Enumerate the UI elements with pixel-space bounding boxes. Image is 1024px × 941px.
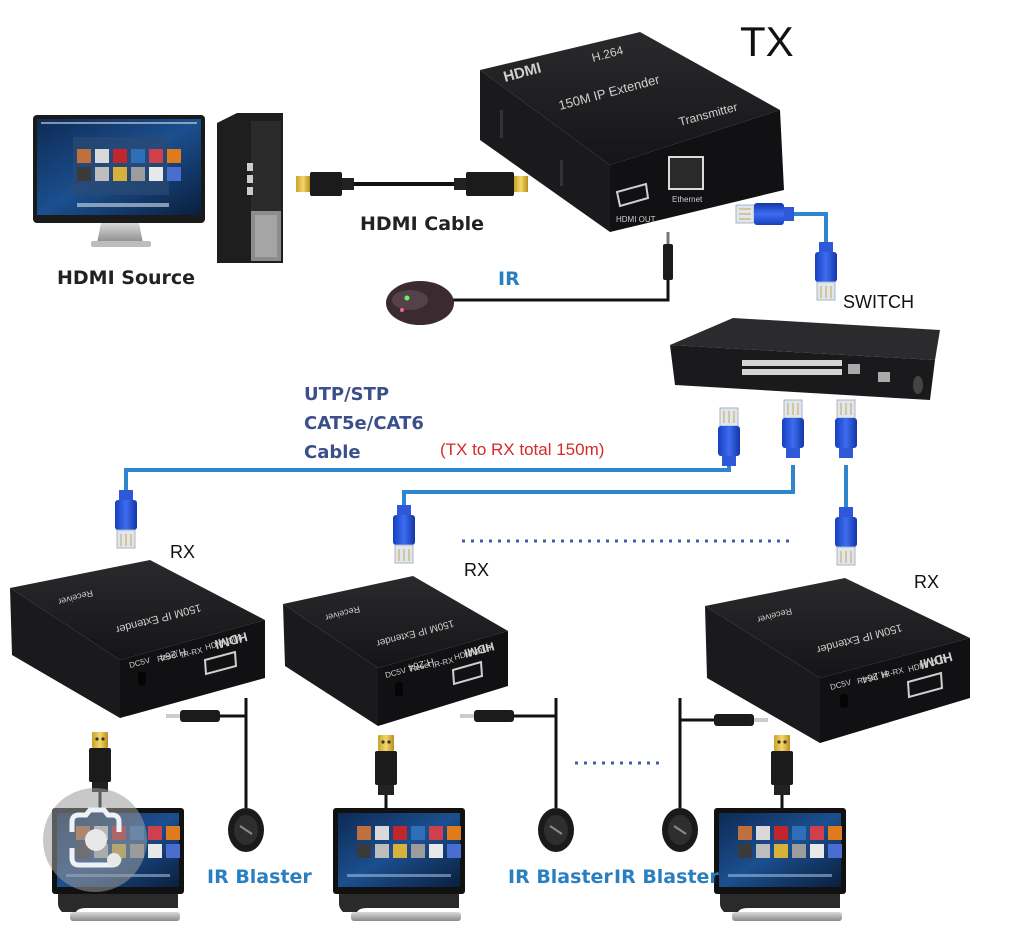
rx-device-3: DC5V Reset IR-RX HDMI OUT HDMI H.264 150… (705, 578, 970, 743)
switch-uplink-plug (814, 241, 838, 301)
tx-rj45-plug (735, 202, 795, 226)
tv-2 (333, 808, 465, 921)
cable-rx2 (402, 465, 795, 505)
tx-hdmi-port (615, 182, 650, 208)
cable-spec-line-1: UTP/STP (304, 384, 390, 405)
switch-port-plug-2 (781, 399, 805, 459)
ir-blaster-label-3: IR Blaster (614, 866, 719, 888)
ir-receiver (386, 232, 673, 325)
pc-tower (217, 113, 283, 263)
switch-port-plug-3 (834, 399, 858, 459)
rx2-hdmi-plug (375, 735, 397, 795)
switch-port-plug-1 (717, 407, 741, 467)
tx-ethernet-port (668, 156, 704, 190)
rx3-hdmi-plug (771, 735, 793, 795)
rx3-heading: RX (914, 572, 940, 592)
cable-spec-line-3: Cable (304, 442, 361, 463)
rx-device-1: DC5V Reset IR-RX HDMI OUT HDMI H.264 150… (10, 560, 265, 718)
ir-blaster-1 (226, 696, 266, 854)
distance-note: (TX to RX total 150m) (440, 440, 605, 459)
cable-rx1 (124, 465, 731, 490)
hdmi-cable (296, 172, 528, 196)
ir-blaster-label-2: IR Blaster (508, 866, 613, 888)
switch-label: SWITCH (843, 292, 914, 312)
google-lens-icon[interactable] (43, 788, 147, 892)
tx-port-hdmi-label: HDMI OUT (616, 215, 656, 224)
ir-label: IR (498, 268, 520, 290)
tx-heading: TX (740, 18, 794, 65)
rx2-plug (392, 504, 416, 564)
rx2-heading: RX (464, 560, 490, 580)
network-switch (670, 318, 940, 400)
tx-device: HDMI H.264 150M IP Extender Transmitter … (480, 32, 784, 232)
cable-spec: UTP/STP CAT5e/CAT6 Cable (304, 380, 424, 467)
rx1-hdmi-plug (89, 732, 111, 792)
ir-blaster-2 (536, 696, 576, 854)
rx1-plug (114, 489, 138, 549)
ir-blaster-label-1: IR Blaster (207, 866, 312, 888)
rx3-plug (834, 506, 858, 566)
hdmi-source-label: HDMI Source (57, 267, 196, 289)
ir-jack-1 (166, 710, 248, 800)
rx-device-2: DC5V Reset IR-RX HDMI OUT HDMI H.264 150… (283, 576, 508, 726)
tv-3 (714, 808, 846, 921)
hdmi-cable-label: HDMI Cable (360, 213, 485, 235)
ir-jack-3 (678, 714, 768, 800)
tx-port-ethernet-label: Ethernet (672, 195, 703, 204)
rx1-heading: RX (170, 542, 196, 562)
source-monitor (33, 115, 205, 247)
cable-spec-line-2: CAT5e/CAT6 (304, 413, 424, 434)
ir-jack-2 (460, 710, 558, 800)
